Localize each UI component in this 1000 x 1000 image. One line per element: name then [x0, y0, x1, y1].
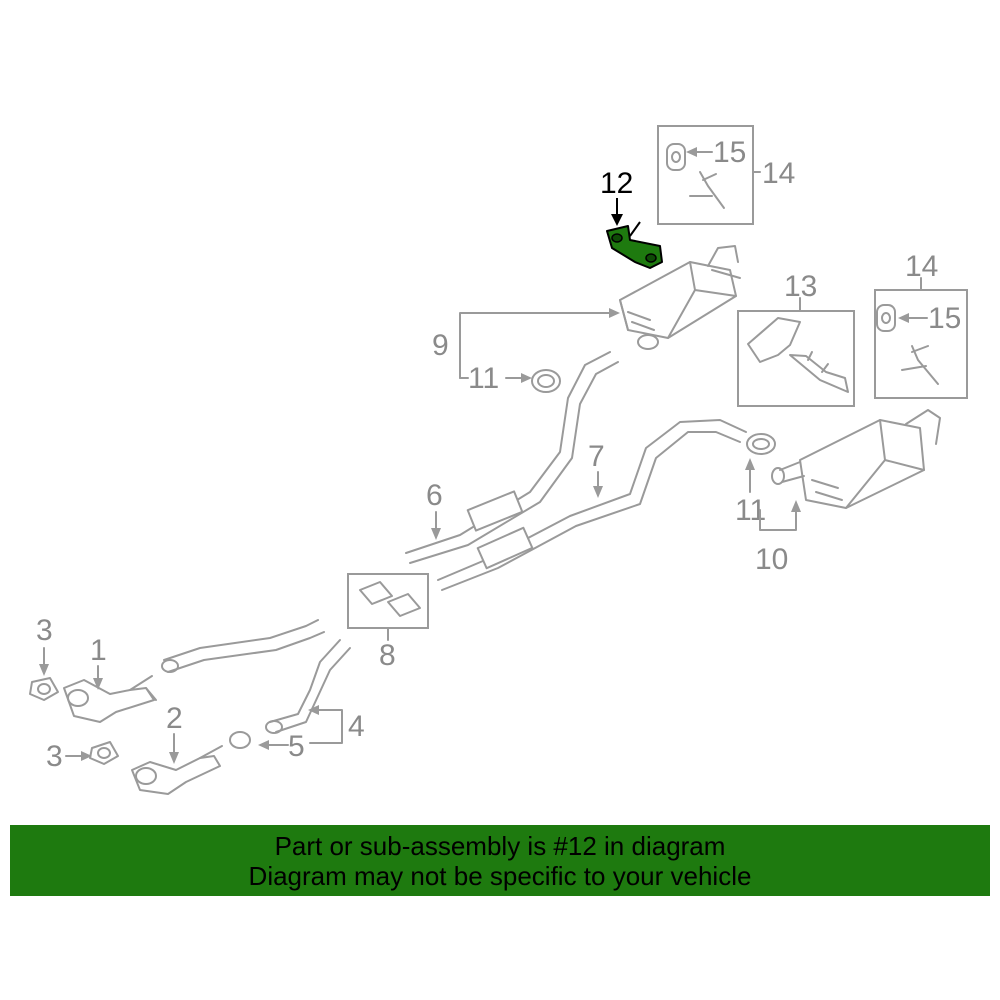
- svg-text:15: 15: [928, 302, 961, 335]
- hanger-kit-box-right[interactable]: [874, 277, 968, 399]
- part-11-lower-clamp[interactable]: [746, 433, 776, 455]
- callout-15-right: 15: [898, 302, 961, 335]
- callout-10: 10: [755, 500, 801, 576]
- hanger-kit-box-upper[interactable]: [657, 125, 761, 225]
- svg-text:3: 3: [36, 614, 53, 647]
- part-3-gasket-upper[interactable]: [29, 677, 59, 701]
- banner-line-1: Part or sub-assembly is #12 in diagram: [274, 831, 726, 861]
- callout-8: 8: [379, 639, 396, 672]
- callout-14-upper: 14: [762, 157, 795, 190]
- part-6-intermediate-pipe[interactable]: [405, 351, 619, 564]
- svg-text:5: 5: [288, 730, 305, 763]
- part-12-hanger-bracket[interactable]: [606, 221, 663, 269]
- part-9-left-muffler[interactable]: [619, 245, 741, 350]
- svg-text:12: 12: [600, 167, 633, 200]
- callout-3-upper: 3: [36, 614, 53, 676]
- svg-text:1: 1: [90, 634, 107, 667]
- part-3-gasket-lower[interactable]: [89, 741, 119, 765]
- callout-15-upper: 15: [686, 136, 746, 169]
- svg-text:9: 9: [432, 329, 449, 362]
- part-2-catalytic-converter[interactable]: [131, 745, 223, 795]
- svg-text:6: 6: [426, 479, 443, 512]
- part-11-upper-clamp[interactable]: [531, 369, 561, 393]
- callout-9: 9: [432, 308, 620, 379]
- svg-text:14: 14: [905, 250, 938, 283]
- part-1-catalytic-converter[interactable]: [63, 675, 157, 723]
- part-7-intermediate-pipe[interactable]: [437, 419, 747, 591]
- callout-11-lower: 11: [735, 458, 766, 527]
- info-banner: Part or sub-assembly is #12 in diagram D…: [10, 825, 990, 896]
- svg-text:11: 11: [468, 362, 499, 395]
- svg-text:8: 8: [379, 639, 396, 672]
- part-8-exhaust-tips-box[interactable]: [347, 573, 429, 641]
- svg-text:10: 10: [755, 543, 788, 576]
- part-5-clamp[interactable]: [229, 731, 251, 749]
- callout-6: 6: [426, 479, 443, 540]
- callout-13: 13: [784, 270, 817, 303]
- callout-5: 5: [258, 730, 305, 763]
- svg-text:11: 11: [735, 494, 766, 527]
- callout-11-upper: 11: [459, 362, 532, 395]
- svg-text:14: 14: [762, 157, 795, 190]
- svg-text:7: 7: [588, 440, 605, 473]
- callout-7: 7: [588, 440, 605, 498]
- bracket-kit-box[interactable]: [737, 297, 855, 407]
- callout-14-right: 14: [905, 250, 938, 283]
- svg-text:15: 15: [713, 136, 746, 169]
- part-4-front-pipes[interactable]: [161, 619, 351, 734]
- svg-text:13: 13: [784, 270, 817, 303]
- svg-text:3: 3: [46, 740, 63, 773]
- banner-line-2: Diagram may not be specific to your vehi…: [248, 861, 752, 891]
- part-10-right-muffler[interactable]: [771, 409, 941, 509]
- callout-1: 1: [90, 634, 107, 690]
- svg-text:2: 2: [166, 702, 183, 735]
- callout-3-lower: 3: [46, 740, 92, 773]
- callout-2: 2: [166, 702, 183, 764]
- svg-text:4: 4: [348, 710, 365, 743]
- callout-12: 12: [600, 167, 633, 226]
- callout-4: 4: [308, 705, 365, 744]
